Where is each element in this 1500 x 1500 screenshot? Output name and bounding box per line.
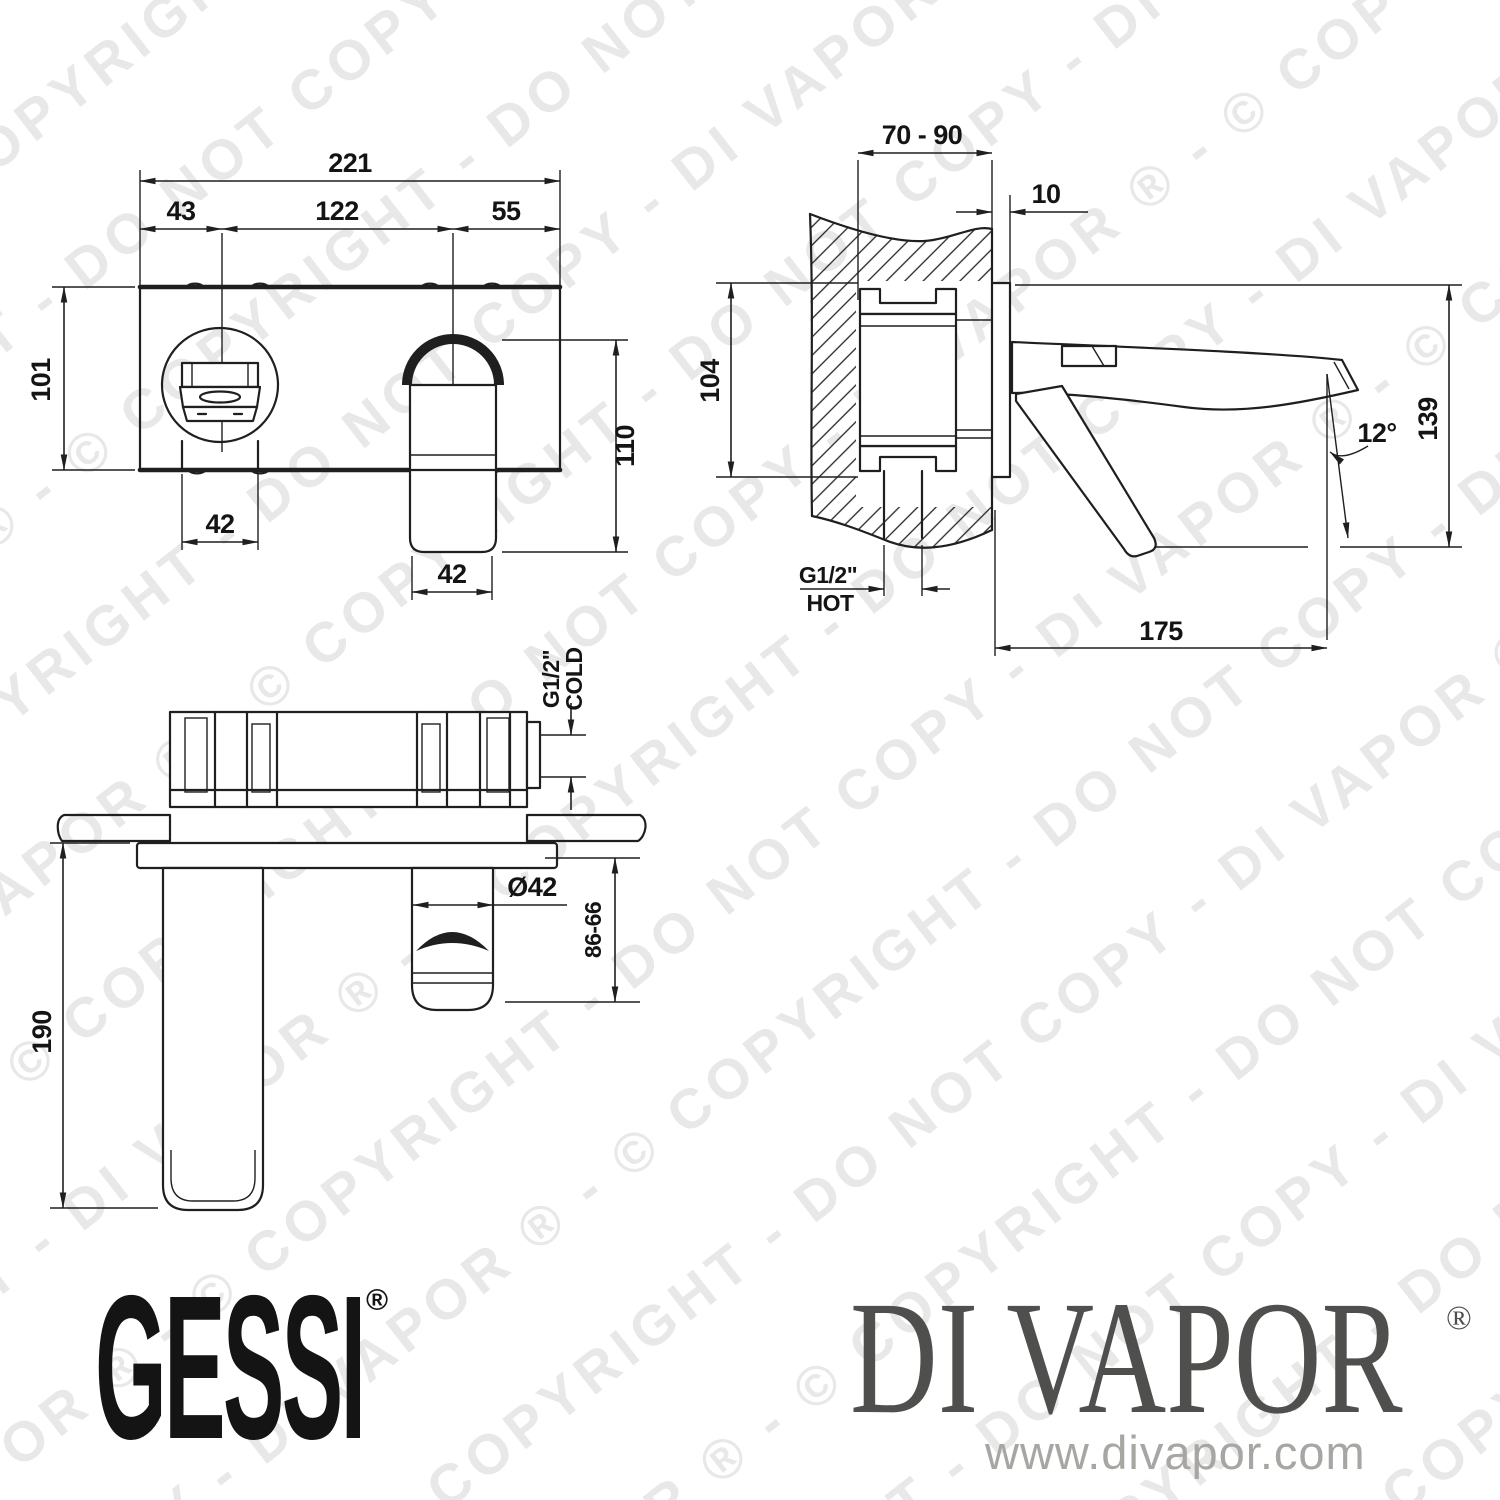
gessi-registered-mark: ® <box>366 1284 389 1317</box>
cold-inlet-stub <box>525 720 542 790</box>
dim-front-cartridge-offset: 43 <box>166 196 196 226</box>
dim-side-spout-reach: 175 <box>1139 616 1183 646</box>
wall-bottom-edge <box>810 514 994 549</box>
wall-top-edge <box>808 212 994 243</box>
dim-top-projection-range: 86-66 <box>580 902 606 958</box>
wall-strip-right <box>525 813 647 843</box>
gessi-logo: GESSI <box>95 1253 366 1482</box>
cartridge-detail <box>178 361 262 423</box>
wall-hatch <box>810 214 993 548</box>
top-spout <box>161 866 265 1212</box>
dim-front-plate-height: 101 <box>26 358 56 402</box>
divapor-logo: DI VAPOR <box>850 1269 1403 1448</box>
dim-front-cartridge-width: 42 <box>205 509 234 539</box>
side-plate <box>990 281 1012 479</box>
dim-side-body-height: 104 <box>695 359 725 403</box>
label-cold-pipe-size: G1/2" <box>538 650 564 708</box>
side-view: 12° 70 - 90 10 104 139 175 <box>695 120 1462 656</box>
dim-front-handle-width: 42 <box>437 559 466 589</box>
front-view: 221 43 122 55 <box>26 148 640 600</box>
top-body <box>168 710 542 809</box>
label-cold: COLD <box>561 647 587 710</box>
handle-body <box>408 383 498 554</box>
dim-side-spout-angle: 12° <box>1357 418 1396 448</box>
top-handle <box>410 866 495 1012</box>
spout-side <box>1010 340 1360 411</box>
top-view: G1/2" COLD Ø42 86-66 <box>27 647 647 1212</box>
dim-top-spout-diameter: Ø42 <box>507 872 557 902</box>
divapor-registered-mark: ® <box>1446 1300 1472 1337</box>
wall-strip-left <box>56 813 172 843</box>
dim-front-handle-height: 110 <box>610 425 640 467</box>
handle-arc-top <box>416 932 489 951</box>
cartridge-detail-circle <box>160 326 280 444</box>
top-plate <box>135 841 559 870</box>
dim-front-total-width: 221 <box>328 148 372 178</box>
dim-side-plate-thickness: 10 <box>1031 179 1060 209</box>
divapor-website: www.divapor.com <box>985 1426 1366 1479</box>
handle-front <box>402 334 504 554</box>
wall-left-edge <box>808 212 814 518</box>
dim-top-spout-length: 190 <box>27 1010 57 1054</box>
dim-front-centres: 122 <box>315 196 359 226</box>
handle-arc <box>402 334 504 386</box>
inwall-body <box>858 287 992 540</box>
dim-side-tip-height: 139 <box>1413 397 1443 441</box>
label-hot: HOT <box>806 590 854 616</box>
handle-side <box>1014 384 1157 558</box>
label-hot-pipe-size: G1/2" <box>799 562 857 588</box>
dim-front-handle-offset: 55 <box>491 196 521 226</box>
dim-side-wall-depth: 70 - 90 <box>882 120 963 150</box>
